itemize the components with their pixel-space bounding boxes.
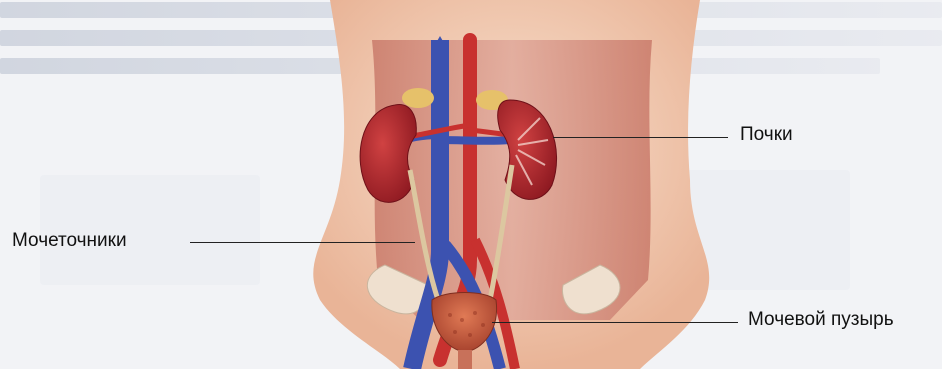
bladder-leader-line (492, 322, 738, 323)
ureters-leader-line (190, 242, 415, 243)
urethra (458, 350, 472, 369)
ureters-label: Мочеточники (12, 230, 127, 252)
adrenal-left (402, 88, 434, 108)
kidneys-label: Почки (740, 124, 793, 146)
kidneys-leader-line (553, 137, 728, 138)
bladder-label: Мочевой пузырь (748, 309, 894, 331)
renal-vein-right (440, 140, 510, 141)
